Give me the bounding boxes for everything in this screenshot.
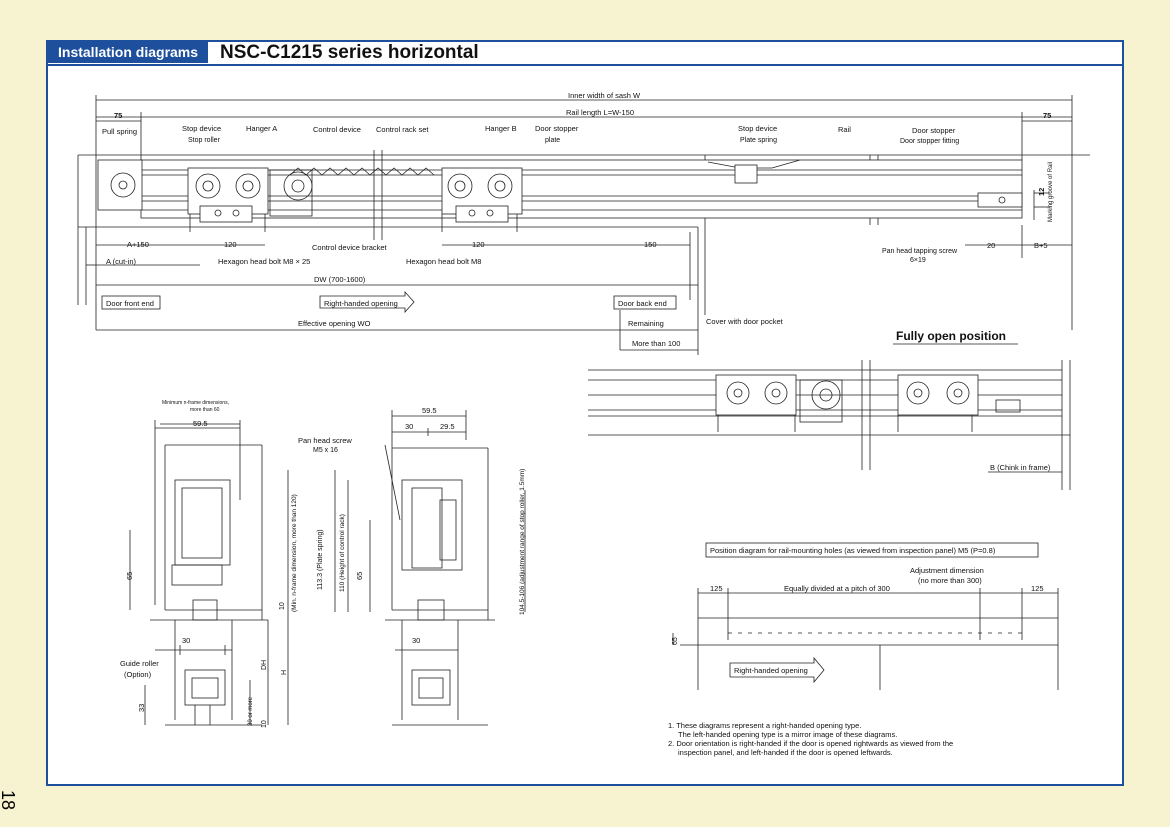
label-control-rack-set: Control rack set bbox=[376, 125, 429, 134]
dim-h: H bbox=[281, 670, 288, 675]
label-door-stopper-fitting: Door stopper fitting bbox=[900, 138, 959, 145]
dim-control-rack: 110 (Height of control rack) bbox=[339, 514, 346, 592]
dim-left-75: 75 bbox=[114, 111, 122, 120]
header-rule bbox=[48, 64, 1122, 66]
label-door-back-end: Door back end bbox=[618, 299, 667, 308]
dim-dw: DW (700-1600) bbox=[314, 275, 366, 284]
page-title: NSC-C1215 series horizontal bbox=[220, 42, 479, 63]
label-hex-bolt: Hexagon head bolt M8 bbox=[406, 257, 481, 266]
dim-a150: A+150 bbox=[127, 240, 149, 249]
dim-30c: 30 bbox=[412, 636, 420, 645]
notes: 1. These diagrams represent a right-hand… bbox=[668, 721, 953, 757]
note-line-4: inspection panel, and left-handed if the… bbox=[678, 748, 893, 757]
rail-holes-title: Position diagram for rail-mounting holes… bbox=[710, 546, 996, 555]
dim-120a: 120 bbox=[224, 240, 237, 249]
dim-right-75: 75 bbox=[1043, 111, 1051, 120]
dim-125a: 125 bbox=[710, 584, 723, 593]
label-cover-pocket: Cover with door pocket bbox=[706, 317, 784, 326]
label-guide-roller: Guide roller bbox=[120, 659, 159, 668]
dim-30-or-more: 30 or more bbox=[248, 696, 254, 726]
dim-150: 150 bbox=[644, 240, 657, 249]
label-option: (Option) bbox=[124, 670, 152, 679]
label-adjust-2: (no more than 300) bbox=[918, 576, 982, 585]
label-stop-roller: Stop roller bbox=[188, 137, 221, 144]
dim-65b: 65 bbox=[355, 572, 364, 580]
label-pan-tapping: Pan head tapping screw bbox=[882, 248, 958, 255]
label-marking-groove: Marking groove of Rail bbox=[1048, 162, 1054, 222]
label-pan-screw-size: M5 x 16 bbox=[313, 447, 338, 454]
section-view-left: Minimum n-frame dimensions, more than 60… bbox=[120, 400, 298, 728]
label-door-stopper-plate-2: plate bbox=[545, 137, 560, 144]
label-chink: B (Chink in frame) bbox=[990, 463, 1051, 472]
fully-open-diagram: Fully open position B (Chink in frame) bbox=[588, 329, 1071, 490]
label-pan-tapping-size: 6×19 bbox=[910, 257, 926, 264]
dim-min-nframe: (Min. n-frame dimension, more than 120) bbox=[291, 494, 298, 612]
dim-125b: 125 bbox=[1031, 584, 1044, 593]
dim-120b: 120 bbox=[472, 240, 485, 249]
dim-29-5: 29.5 bbox=[440, 422, 455, 431]
main-diagram: Inner width of sash W Rail length L=W-15… bbox=[77, 91, 1090, 355]
label-door-front-end: Door front end bbox=[106, 299, 154, 308]
label-door-stopper: Door stopper bbox=[912, 126, 956, 135]
dim-30a: 30 bbox=[405, 422, 413, 431]
dim-33: 33 bbox=[137, 704, 146, 712]
dim-inner-width: Inner width of sash W bbox=[568, 91, 641, 100]
dim-rail-length: Rail length L=W-150 bbox=[566, 108, 634, 117]
label-right-opening-rail: Right-handed opening bbox=[734, 666, 808, 675]
label-pan-screw: Pan head screw bbox=[298, 436, 352, 445]
section-tag: Installation diagrams bbox=[48, 41, 209, 63]
label-adjust-1: Adjustment dimension bbox=[910, 566, 984, 575]
label-right-opening-top: Right-handed opening bbox=[324, 299, 398, 308]
dim-adjust-range: 104.5-106 (adjustment range of stop roll… bbox=[519, 469, 526, 615]
label-hanger-b: Hanger B bbox=[485, 124, 517, 133]
dim-59-5b: 59.5 bbox=[422, 406, 437, 415]
dim-12: 12 bbox=[1037, 188, 1046, 196]
dim-dh: DH bbox=[261, 660, 268, 670]
dim-b5: B+5 bbox=[1034, 241, 1048, 250]
label-pull-spring: Pull spring bbox=[102, 127, 137, 136]
label-plate-spring: Plate spring bbox=[740, 137, 777, 144]
fully-open-title: Fully open position bbox=[896, 329, 1006, 343]
label-min-frame-1: Minimum n-frame dimensions, bbox=[162, 400, 229, 406]
note-line-2: The left-handed opening type is a mirror… bbox=[678, 730, 897, 739]
dim-plate-spring: 113.3 (Plate spring) bbox=[317, 529, 324, 590]
label-min-frame-2: more than 60 bbox=[190, 407, 220, 413]
rail-holes-diagram: Position diagram for rail-mounting holes… bbox=[672, 542, 1059, 690]
label-hanger-a: Hanger A bbox=[246, 124, 277, 133]
note-line-1: 1. These diagrams represent a right-hand… bbox=[668, 721, 861, 730]
label-stop-device: Stop device bbox=[182, 124, 221, 133]
dim-10a: 10 bbox=[279, 602, 286, 610]
label-pitch: Equally divided at a pitch of 300 bbox=[784, 584, 890, 593]
label-control-bracket: Control device bracket bbox=[312, 243, 388, 252]
dim-65a: 65 bbox=[125, 572, 134, 580]
dim-10b: 10 bbox=[261, 720, 268, 728]
label-door-stopper-plate-1: Door stopper bbox=[535, 124, 579, 133]
dim-65-rail: 65 bbox=[672, 637, 679, 645]
dim-more-100: More than 100 bbox=[632, 339, 680, 348]
label-stop-device-right: Stop device bbox=[738, 124, 777, 133]
dim-30b: 30 bbox=[182, 636, 190, 645]
dim-20: 20 bbox=[987, 241, 995, 250]
dim-remaining: Remaining bbox=[628, 319, 664, 328]
label-control-device: Control device bbox=[313, 125, 361, 134]
dim-59-5a: 59.5 bbox=[193, 419, 208, 428]
label-rail: Rail bbox=[838, 125, 851, 134]
dim-a-cut: A (cut-in) bbox=[106, 257, 137, 266]
section-view-right: 59.5 30 29.5 Pan head screw M5 x 16 113.… bbox=[298, 406, 526, 726]
note-line-3: 2. Door orientation is right-handed if t… bbox=[668, 739, 953, 748]
dim-effective-opening: Effective opening WO bbox=[298, 319, 371, 328]
label-hex-bolt-25: Hexagon head bolt M8 × 25 bbox=[218, 257, 310, 266]
